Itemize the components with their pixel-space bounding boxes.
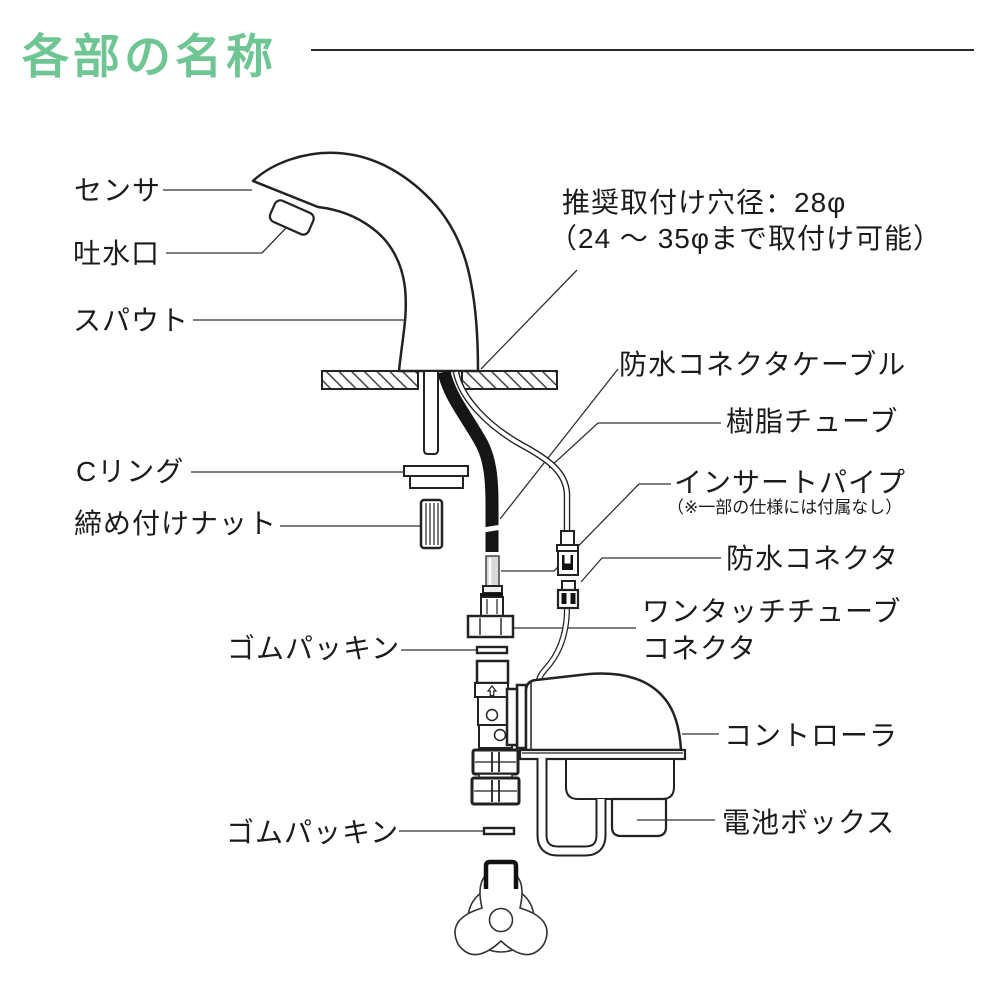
label-spout: スパウト — [73, 305, 190, 336]
label-rubber-packing-upper: ゴムパッキン — [227, 633, 401, 664]
label-waterproof-cable: 防水コネクタケーブル — [619, 349, 907, 380]
waterproof-connector-upper — [556, 530, 579, 576]
label-waterproof-connector: 防水コネクタ — [726, 543, 899, 574]
label-spout-outlet: 吐水口 — [73, 238, 161, 269]
label-insert-pipe: インサートパイプ — [674, 467, 907, 498]
supply-hose — [437, 370, 509, 552]
battery-box-shape — [610, 797, 668, 838]
rubber-packing-upper-shape — [475, 645, 509, 655]
label-battery-box: 電池ボックス — [722, 807, 896, 838]
label-resin-tube: 樹脂チューブ — [726, 406, 899, 437]
waterproof-connector-lower — [556, 580, 580, 610]
label-mounting-hole-2: （24 ～ 35φまで取付け可能） — [549, 223, 943, 254]
valve-unit — [470, 659, 528, 806]
stop-valve-knob — [454, 859, 548, 956]
c-ring — [403, 465, 469, 489]
resin-tube-shape — [452, 371, 571, 540]
page-title: 各部の名称 — [22, 30, 277, 83]
label-mounting-hole-1: 推奨取付け穴径：28φ — [562, 187, 847, 218]
one-touch-connector — [466, 593, 515, 639]
faucet-body — [251, 151, 480, 373]
controller-shape — [518, 672, 687, 800]
counter-deck — [321, 370, 558, 390]
leader-lines — [163, 189, 721, 832]
label-sensor: センサ — [74, 175, 162, 206]
insert-pipe-shape — [482, 555, 503, 594]
threaded-rod — [423, 372, 439, 455]
label-one-touch-2: コネクタ — [642, 633, 757, 664]
connector-tube-to-controller — [536, 607, 570, 681]
label-rubber-packing-lower: ゴムパッキン — [226, 817, 400, 848]
rubber-packing-lower-shape — [482, 826, 516, 836]
label-insert-pipe-note: （※一部の仕様には付属なし） — [667, 498, 903, 517]
u-tube — [536, 758, 607, 857]
spout-outlet-shape — [268, 199, 315, 236]
label-c-ring: Cリング — [76, 456, 185, 487]
tightening-nut — [419, 498, 444, 550]
label-one-touch-1: ワンタッチチューブ — [642, 596, 902, 627]
label-controller: コントローラ — [724, 720, 899, 751]
label-tightening-nut: 締め付けナット — [74, 508, 278, 539]
